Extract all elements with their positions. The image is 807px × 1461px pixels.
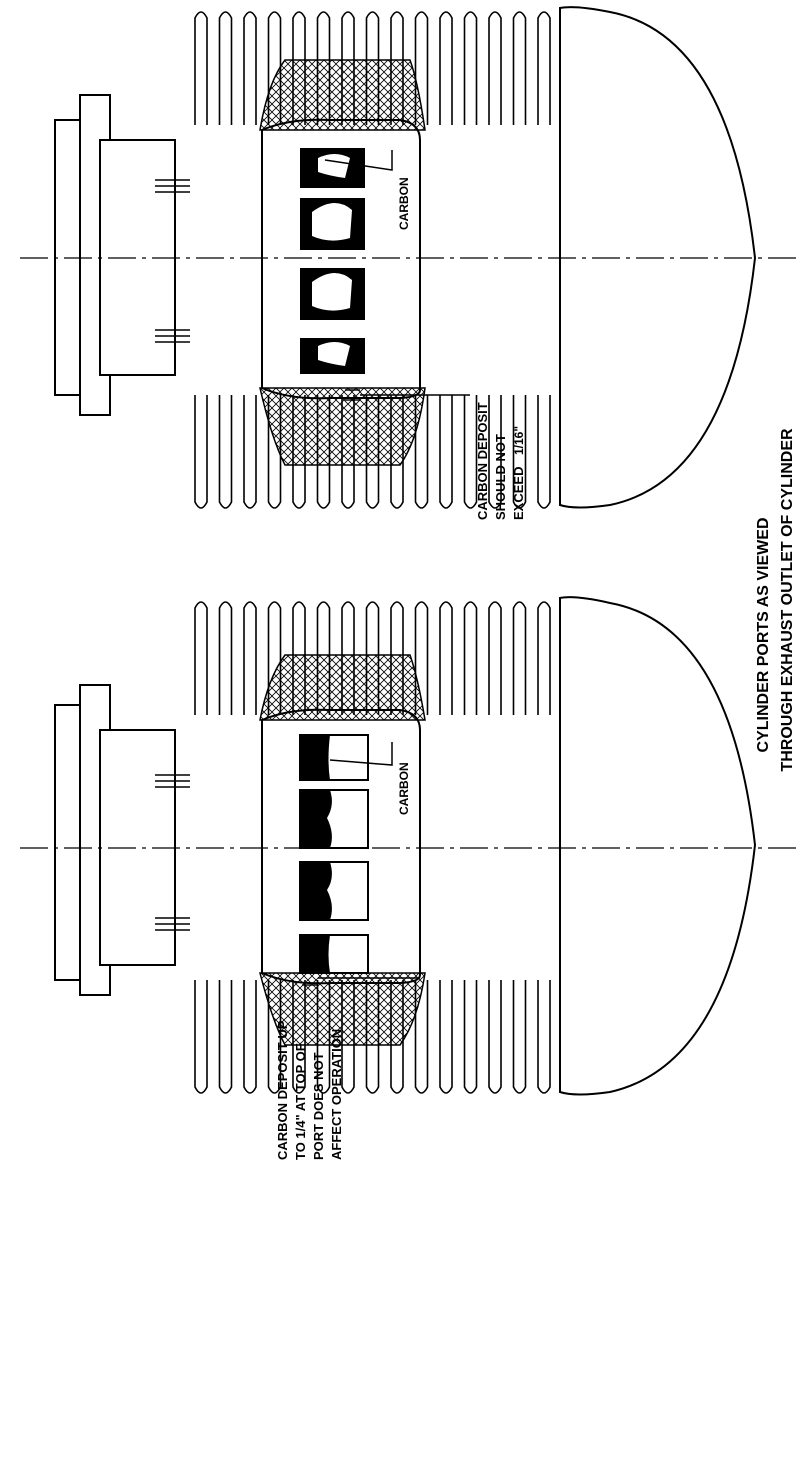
- figure-caption: CYLINDER PORTS AS VIEWED THROUGH EXHAUST…: [755, 428, 796, 772]
- cooling-fin: [316, 11, 331, 125]
- cylinder-upper-carbon-leader: [324, 150, 393, 171]
- cooling-fin: [341, 601, 355, 715]
- cooling-fin: [341, 980, 355, 1094]
- cooling-fin: [390, 980, 404, 1094]
- cooling-fin: [463, 980, 478, 1094]
- cooling-fin: [292, 11, 306, 125]
- cooling-fin: [488, 395, 502, 509]
- cooling-fin: [414, 395, 429, 509]
- cooling-fin: [243, 601, 257, 715]
- cooling-fin: [365, 11, 380, 125]
- cooling-fin: [439, 601, 453, 715]
- cooling-fin: [463, 601, 478, 715]
- deposit-note-lower-line-4: AFFECT OPERATION: [329, 1029, 344, 1160]
- cooling-fin: [414, 601, 429, 715]
- cooling-fin: [365, 980, 380, 1094]
- cooling-fin: [194, 601, 208, 715]
- cooling-fin: [537, 395, 551, 509]
- cooling-fin: [439, 395, 453, 509]
- cooling-fin: [512, 395, 527, 509]
- cooling-fin: [365, 395, 380, 509]
- cooling-fin: [218, 601, 233, 715]
- deposit-note-lower-line-1: CARBON DEPOSIT UP: [275, 1020, 290, 1160]
- cooling-fin: [537, 980, 551, 1094]
- cylinder-lower-carbon-hatch-right: [259, 972, 426, 1046]
- cooling-fin: [243, 11, 257, 125]
- cooling-fin: [488, 601, 502, 715]
- cooling-fin: [194, 395, 208, 509]
- cooling-fin: [292, 601, 306, 715]
- deposit-note-lower-line-2: TO 1/4" AT TOP OF: [293, 1043, 308, 1160]
- figure-caption-line-1: CYLINDER PORTS AS VIEWED: [755, 518, 772, 753]
- deposit-note-lower-line-3: PORT DOES NOT: [311, 1052, 326, 1160]
- cylinder-lower-ports: [299, 734, 369, 974]
- deposit-note-lower: CARBON DEPOSIT UP TO 1/4" AT TOP OF PORT…: [275, 1020, 344, 1160]
- carbon-label-lower: CARBON: [397, 762, 411, 815]
- cooling-fin: [194, 980, 208, 1094]
- cylinder-lower-fins: [194, 601, 551, 1094]
- cooling-fin: [267, 980, 282, 1094]
- cooling-fin: [316, 601, 331, 715]
- cylinder-upper-head: [559, 6, 757, 509]
- cooling-fin: [390, 395, 404, 509]
- deposit-note-upper-fraction: 1/16": [512, 426, 526, 455]
- cooling-fin: [512, 601, 527, 715]
- cylinder-lower-neck-ribs: [155, 774, 190, 931]
- cooling-fin: [537, 601, 551, 715]
- cooling-fin: [390, 11, 404, 125]
- cooling-fin: [414, 980, 429, 1094]
- cylinder-upper-flange: [54, 94, 176, 416]
- figure-caption-line-2: THROUGH EXHAUST OUTLET OF CYLINDER: [779, 428, 796, 772]
- cylinder-lower-carbon-hatch-left: [259, 654, 426, 721]
- cooling-fin: [292, 395, 306, 509]
- cooling-fin: [341, 395, 355, 509]
- cooling-fin: [439, 11, 453, 125]
- cooling-fin: [488, 11, 502, 125]
- cooling-fin: [537, 11, 551, 125]
- cooling-fin: [243, 395, 257, 509]
- cooling-fin: [439, 980, 453, 1094]
- cylinder-upper-fins: [194, 11, 551, 509]
- deposit-note-upper: CARBON DEPOSIT SHOULD NOT EXCEED 1/16": [475, 402, 526, 520]
- cooling-fin: [267, 11, 282, 125]
- deposit-note-upper-line-3: EXCEED: [511, 467, 526, 520]
- cooling-fin: [341, 11, 355, 125]
- cooling-fin: [390, 601, 404, 715]
- cooling-fin: [218, 980, 233, 1094]
- cooling-fin: [512, 11, 527, 125]
- cooling-fin: [267, 601, 282, 715]
- cooling-fin: [292, 980, 306, 1094]
- carbon-label-upper: CARBON: [397, 177, 411, 230]
- cooling-fin: [194, 11, 208, 125]
- cylinder-lower-flange: [54, 684, 176, 996]
- cylinder-lower-carbon-leader: [329, 742, 393, 766]
- cylinder-upper-dimension-arrow: [345, 389, 470, 401]
- cylinder-lower: [20, 596, 800, 1096]
- cooling-fin: [365, 601, 380, 715]
- cylinder-upper: [20, 6, 800, 509]
- cooling-fin: [267, 395, 282, 509]
- cooling-fin: [316, 980, 331, 1094]
- deposit-note-upper-line-1: CARBON DEPOSIT: [475, 402, 490, 520]
- cylinder-upper-carbon-hatch-right: [259, 387, 426, 466]
- cylinder-upper-carbon-hatch-left: [259, 59, 426, 131]
- cooling-fin: [316, 395, 331, 509]
- cylinder-lower-dimension-arrow: [302, 971, 420, 986]
- cooling-fin: [512, 980, 527, 1094]
- cooling-fin: [218, 11, 233, 125]
- cylinder-upper-ports: [300, 148, 365, 374]
- cooling-fin: [243, 980, 257, 1094]
- cylinder-lower-head: [559, 596, 757, 1096]
- cooling-fin: [463, 11, 478, 125]
- cylinder-upper-neck-ribs: [155, 179, 190, 343]
- cooling-fin: [488, 980, 502, 1094]
- deposit-note-upper-line-2: SHOULD NOT: [493, 434, 508, 520]
- cooling-fin: [218, 395, 233, 509]
- cooling-fin: [414, 11, 429, 125]
- cooling-fin: [463, 395, 478, 509]
